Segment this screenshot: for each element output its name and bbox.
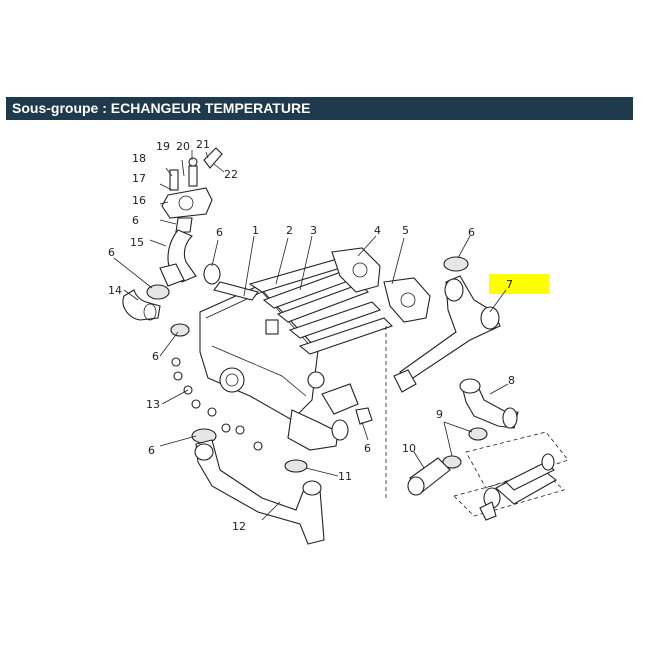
callout-4: 4 (374, 224, 381, 237)
hose-12 (195, 439, 325, 545)
gasket-5 (383, 277, 431, 323)
exchanger-tubes (248, 255, 394, 355)
callout-16: 16 (132, 194, 146, 207)
callout-1: 1 (252, 224, 259, 237)
callout-18: 18 (132, 152, 146, 165)
callout-17: 17 (132, 172, 146, 185)
subgroup-title: Sous-groupe : ECHANGEUR TEMPERATURE (12, 100, 311, 116)
leader-lines (113, 150, 509, 521)
callout-6-a: 6 (132, 214, 139, 227)
clamp-9 (468, 427, 488, 441)
callout-11: 11 (338, 470, 352, 483)
clamp-11 (284, 459, 308, 473)
callout-22: 22 (224, 168, 238, 181)
subgroup-title-bar: Sous-groupe : ECHANGEUR TEMPERATURE (6, 97, 633, 120)
callout-15: 15 (130, 236, 144, 249)
callout-21: 21 (196, 138, 210, 151)
callout-6-b: 6 (216, 226, 223, 239)
bolts-13 (171, 357, 263, 451)
callout-6-f: 6 (148, 444, 155, 457)
callout-9: 9 (436, 408, 443, 421)
callout-10: 10 (402, 442, 416, 455)
pipe-7 (399, 275, 501, 381)
callout-14: 14 (108, 284, 122, 297)
clamp-6-left (146, 284, 170, 300)
elbow-14 (122, 289, 161, 321)
thermostat-housing-group (161, 147, 223, 233)
filter-cartridge (479, 453, 557, 521)
callout-2: 2 (286, 224, 293, 237)
callout-6-g: 6 (364, 442, 371, 455)
gasket-4 (331, 247, 381, 293)
callout-20: 20 (176, 140, 190, 153)
callout-7: 7 (506, 278, 513, 291)
callout-12: 12 (232, 520, 246, 533)
clamp-6-top-right (443, 256, 469, 272)
callout-7-highlight (489, 274, 549, 294)
callout-5: 5 (402, 224, 409, 237)
callout-6-c: 6 (108, 246, 115, 259)
callout-6-e: 6 (152, 350, 159, 363)
callout-8: 8 (508, 374, 515, 387)
callout-13: 13 (146, 398, 160, 411)
callout-19: 19 (156, 140, 170, 153)
callout-3: 3 (310, 224, 317, 237)
callout-6-d: 6 (468, 226, 475, 239)
